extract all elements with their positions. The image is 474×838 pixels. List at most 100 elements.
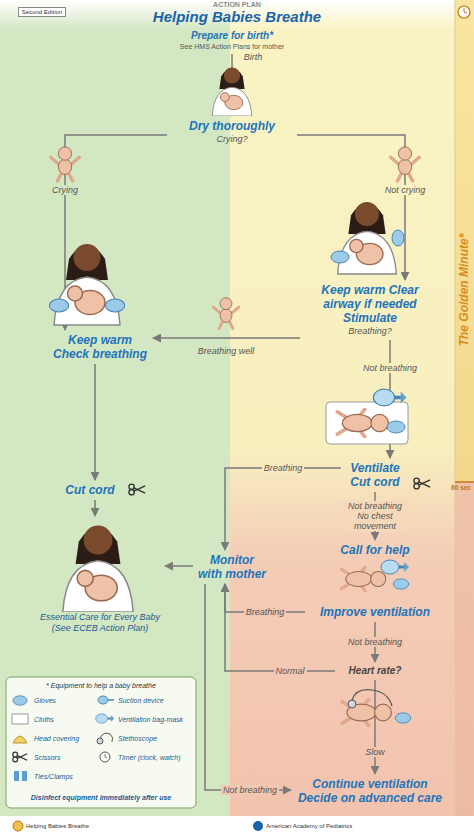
ventilated-baby-figure: [337, 409, 388, 436]
crying-baby-figure: [51, 147, 80, 181]
equipment-legend-box: [6, 677, 196, 808]
bag-mask-figure: [381, 560, 409, 574]
baby-heart-check-figure: [342, 699, 391, 725]
legend-item: Scissors: [34, 753, 60, 762]
cloths-icon: [12, 714, 28, 724]
golden-minute-bar: [455, 0, 474, 816]
edge-label: Breathing: [262, 463, 305, 473]
footer-logo-text: Helping Babies Breathe: [26, 822, 89, 830]
golden-minute-text: The Golden Minute*: [457, 234, 471, 347]
time-mark: 60 sec: [451, 484, 471, 492]
flow-connector: [374, 680, 376, 774]
clamp-icon: [14, 771, 19, 781]
legend-item: Timer (clock, watch): [118, 753, 181, 762]
node-text: Heart rate?: [339, 665, 411, 677]
legend-item: Head covering: [34, 734, 79, 743]
stimulate-figure: [338, 202, 397, 274]
node-text: Keep warm Clear airway if needed Stimula…: [304, 283, 436, 325]
node-text: Ventilate Cut cord: [345, 461, 405, 489]
timer-icon: [100, 752, 110, 762]
glove-figure: [331, 251, 349, 263]
edge-label: Breathing: [244, 607, 287, 617]
footer-logo-text: American Academy of Pediatrics: [266, 822, 352, 830]
legend-item: Ventilation bag-mask: [118, 715, 183, 724]
edge-label: Slow: [363, 747, 387, 757]
suction-icon-tip: [108, 699, 114, 701]
flow-connector: [205, 584, 291, 790]
node-text: Continue ventilation Decide on advanced …: [295, 777, 445, 805]
node-text: Improve ventilation: [309, 605, 441, 619]
head-covering-icon: [13, 736, 27, 743]
legend-item: Suction device: [118, 696, 164, 705]
footer-band: [0, 816, 474, 838]
node-text: Keep warm Check breathing: [51, 333, 149, 361]
plan-tag: ACTION PLAN: [213, 1, 261, 9]
flow-connector: [94, 364, 96, 480]
legend-item: Cloths: [34, 715, 54, 724]
edge-label: Normal: [274, 666, 307, 676]
flow-connector: [225, 584, 335, 671]
node-text: Essential Care for Every Baby (See ECEB …: [39, 612, 161, 634]
bag-mask-figure: [373, 389, 406, 406]
care-step: Essential Care for Every Baby (See ECEB …: [35, 516, 165, 637]
stethoscope-icon: [97, 738, 103, 744]
edge-label: Not breathing: [361, 363, 419, 373]
edge-label: Not breathing No chest movement: [342, 501, 408, 531]
scissors-icon: [129, 484, 145, 495]
mother-skin-to-skin-figure: [63, 526, 133, 612]
flow-connector: [153, 337, 300, 339]
glove-figure: [395, 713, 410, 723]
edge-label: Crying: [50, 185, 80, 195]
node-text: Monitor with mother: [197, 553, 267, 581]
node-text: Breathing?: [304, 325, 436, 337]
node-text: Prepare for birth*: [126, 30, 338, 42]
ventilated-baby-figure: [341, 567, 385, 591]
edge-label: Not breathing: [346, 637, 404, 647]
scissors-icon: [13, 752, 27, 762]
timer-icon-hands: [105, 754, 107, 758]
edge-label: Breathing well: [196, 346, 257, 356]
suction-bulb: [392, 230, 404, 246]
cloth-figure: [326, 402, 408, 444]
sixty-second-tick: [455, 481, 474, 483]
action-step: Continue ventilation Decide on advanced …: [291, 774, 449, 808]
edge-label: Not crying: [383, 185, 428, 195]
node-text: See HMS Action Plans for mother: [126, 42, 338, 51]
mother-baby-figure: [212, 67, 252, 116]
action-step: Monitor with mother: [193, 550, 271, 584]
gloves-icon: [13, 696, 27, 705]
scissors-icon: [414, 478, 430, 489]
node-text: Call for help: [309, 543, 441, 557]
decision-step: Heart rate?: [335, 662, 415, 680]
flow-connector: [165, 565, 193, 567]
legend-item: Gloves: [34, 696, 56, 705]
bar-divider: [455, 0, 456, 816]
legend-note: Disinfect equipment immediately after us…: [31, 793, 171, 802]
bag-mask-icon: [96, 714, 115, 723]
aap-logo: [253, 821, 263, 831]
legend-item: Ties/Clamps: [34, 772, 73, 781]
action-step: Keep warm Clear airway if needed Stimula…: [300, 280, 440, 340]
action-step: Keep warm Check breathing: [47, 330, 153, 364]
suction-icon: [98, 696, 108, 704]
node-text: Crying?: [171, 133, 293, 145]
legend-item: Stethoscope: [118, 734, 157, 743]
stethoscope-figure: [348, 700, 356, 708]
drying-figure: [54, 244, 120, 325]
breathing-baby-figure: [213, 298, 239, 329]
edge-label: Birth: [242, 52, 265, 62]
stethoscope-tube: [352, 690, 392, 706]
action-step: Dry thoroughlyCrying?: [167, 116, 297, 148]
flow-connector: [225, 468, 341, 550]
glove-figure: [105, 299, 124, 312]
glove-figure: [49, 299, 68, 312]
action-step: Call for helpImprove ventilation: [305, 540, 445, 622]
hbb-logo: [13, 821, 23, 831]
glove-figure: [393, 579, 408, 589]
start-step: Prepare for birth*See HMS Action Plans f…: [122, 27, 342, 54]
action-step: Ventilate Cut cord: [341, 458, 409, 492]
flow-connector: [297, 135, 405, 280]
glove-figure: [387, 421, 405, 433]
